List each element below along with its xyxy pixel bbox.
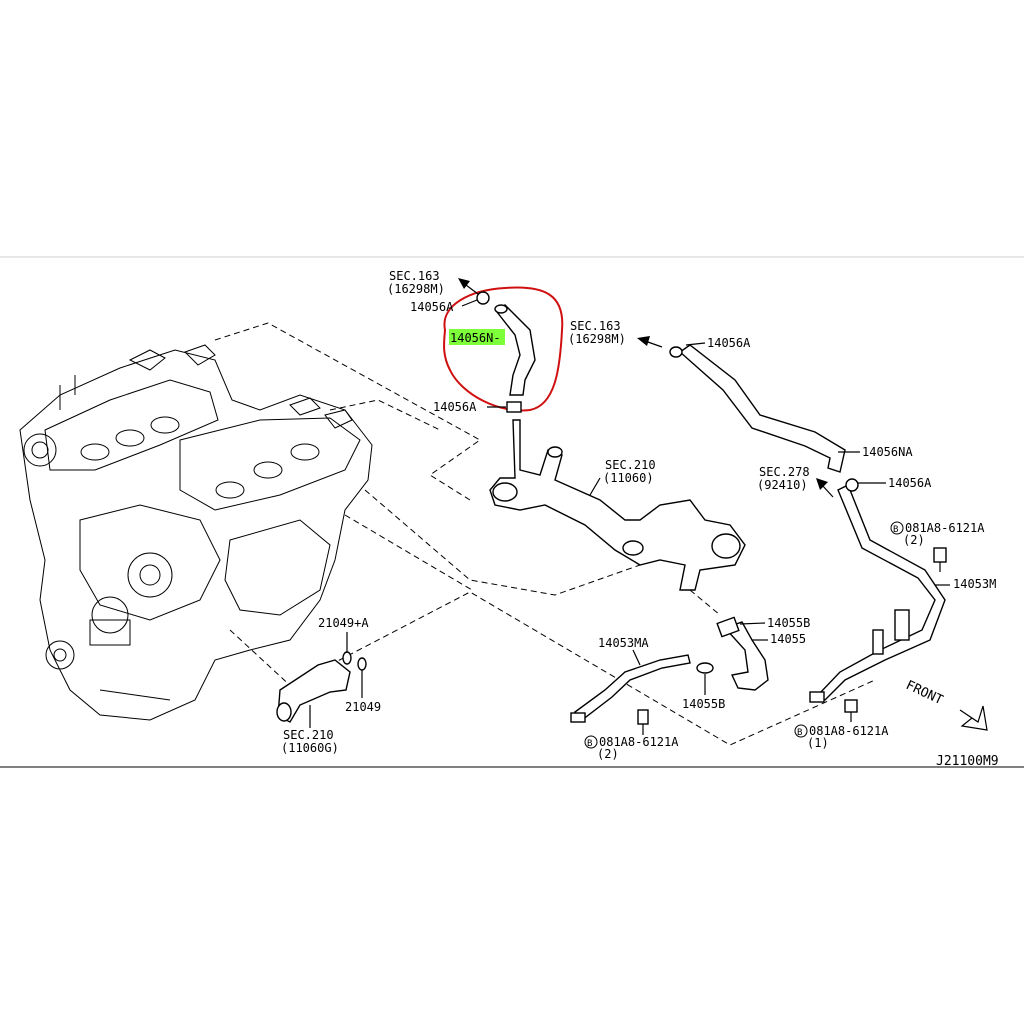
leader-sec210-a [589, 477, 601, 496]
label-sec210-a: SEC.210 [605, 458, 656, 472]
engine-block-drawing [19, 344, 373, 721]
label-sec163-b: SEC.163 [570, 319, 621, 333]
clamp-bottom[interactable] [506, 401, 522, 413]
bolt-marker-b-letter: B [587, 739, 592, 749]
diagram-code: J21100M9 [936, 754, 999, 769]
arrow-sec163-b [637, 336, 663, 348]
bolt-b[interactable] [637, 709, 649, 735]
label-sec163-a: SEC.163 [389, 269, 440, 283]
o-ring-21049[interactable] [357, 657, 367, 671]
bolt-a[interactable] [933, 547, 947, 572]
label-sec278: SEC.278 [759, 465, 810, 479]
label-bolt-b-qty: (2) [597, 747, 619, 761]
clamp-top[interactable] [476, 291, 490, 305]
dashed-leader-lines [214, 322, 876, 746]
label-14056a-mid[interactable]: 14056A [433, 400, 477, 414]
label-bolt-a-qty: (2) [903, 533, 925, 547]
label-sec163-b-sub: (16298M) [568, 332, 626, 346]
label-sec210-b: SEC.210 [283, 728, 334, 742]
bolt-marker-a [890, 521, 904, 535]
red-highlight-circle [443, 286, 564, 412]
arrow-sec163-a [458, 278, 479, 295]
label-sec210-b-sub: (11060G) [281, 741, 339, 755]
label-14053m[interactable]: 14053M [953, 577, 996, 591]
front-arrow [959, 705, 988, 731]
hose-14056na[interactable] [669, 344, 846, 473]
highlight-14056n [449, 329, 505, 345]
label-14055b-top[interactable]: 14055B [767, 616, 810, 630]
leader-14055b-top [739, 622, 766, 625]
bolt-marker-c-letter: B [797, 728, 802, 738]
label-14056a-top[interactable]: 14056A [410, 300, 454, 314]
leader-14053ma [632, 649, 641, 666]
label-14055b-bottom[interactable]: 14055B [682, 697, 725, 711]
bolt-marker-c [794, 724, 808, 738]
label-14056n[interactable]: 14056N- [450, 331, 501, 345]
leader-14056a-right [685, 342, 706, 346]
hose-14055[interactable] [716, 616, 769, 691]
label-bolt-a[interactable]: 081A8-6121A [905, 521, 985, 535]
label-sec278-sub: (92410) [757, 478, 808, 492]
o-ring-21049a[interactable] [342, 651, 352, 665]
label-14055[interactable]: 14055 [770, 632, 806, 646]
arrow-sec278 [816, 478, 834, 498]
pipe-11060g[interactable] [276, 659, 351, 723]
water-pipe-11060[interactable] [489, 419, 746, 591]
bolt-c[interactable] [844, 699, 858, 722]
label-14056na[interactable]: 14056NA [862, 445, 913, 459]
leader-14056a-top [461, 299, 478, 307]
tube-14053m[interactable] [809, 484, 946, 703]
clamp-14056a-far[interactable] [845, 478, 859, 492]
label-front: FRONT [903, 678, 945, 708]
hose-14056n[interactable] [494, 304, 536, 396]
label-21049a[interactable]: 21049+A [318, 616, 369, 630]
tube-14053ma[interactable] [570, 654, 691, 723]
label-bolt-c-qty: (1) [807, 736, 829, 750]
label-14056a-far[interactable]: 14056A [888, 476, 932, 490]
label-14053ma[interactable]: 14053MA [598, 636, 649, 650]
label-sec163-a-sub: (16298M) [387, 282, 445, 296]
clamp-14055b-bottom[interactable] [696, 662, 714, 674]
label-bolt-b[interactable]: 081A8-6121A [599, 735, 679, 749]
label-bolt-c[interactable]: 081A8-6121A [809, 724, 889, 738]
label-sec210-a-sub: (11060) [603, 471, 654, 485]
bolt-marker-b [584, 735, 598, 749]
label-14056a-right[interactable]: 14056A [707, 336, 751, 350]
label-21049[interactable]: 21049 [345, 700, 381, 714]
bolt-marker-a-letter: B [893, 525, 898, 535]
